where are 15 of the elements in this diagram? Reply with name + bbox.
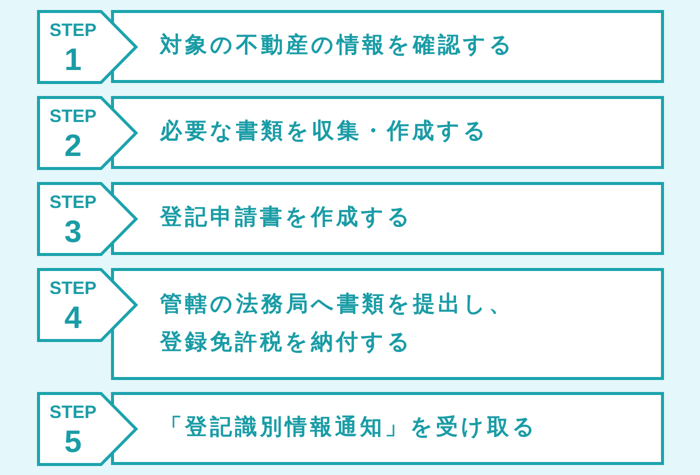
step-label: STEP — [50, 279, 96, 297]
step-number: 2 — [64, 130, 82, 161]
step-label: STEP — [50, 403, 96, 421]
step-number: 3 — [64, 216, 82, 247]
step-label: STEP — [50, 107, 96, 125]
step-text: 登記申請書を作成する — [160, 204, 413, 232]
step-number: 5 — [64, 426, 82, 457]
step-text: 「登記識別情報通知」を受け取る — [160, 414, 538, 442]
step-text: 必要な書類を収集・作成する — [160, 118, 489, 146]
step-text: 管轄の法務局へ書類を提出し、登録免許税を納付する — [160, 290, 515, 357]
step-label: STEP — [50, 193, 96, 211]
step-text: 対象の不動産の情報を確認する — [160, 32, 515, 60]
step-number: 4 — [64, 302, 82, 333]
step-number: 1 — [64, 44, 82, 75]
step-label: STEP — [50, 21, 96, 39]
